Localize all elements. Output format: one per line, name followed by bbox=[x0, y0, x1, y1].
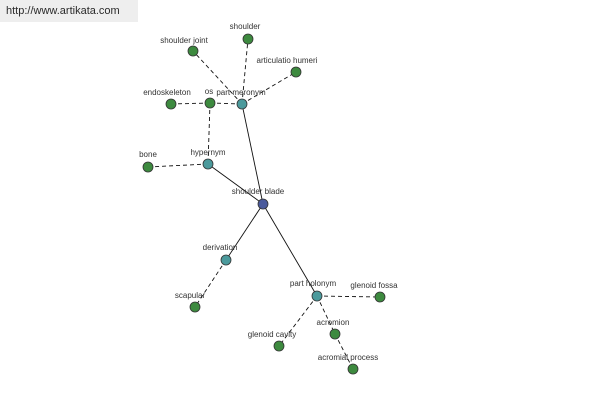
site-watermark: http://www.artikata.com bbox=[0, 0, 138, 22]
node-label-acromion: acromion bbox=[317, 318, 350, 327]
edge-part-holonym-to-glenoid-cavity bbox=[278, 295, 318, 347]
edge-shoulder-blade-to-part-holonym bbox=[262, 203, 318, 297]
node-label-shoulder-joint: shoulder joint bbox=[160, 36, 208, 45]
node-label-shoulder: shoulder bbox=[230, 22, 261, 31]
node-label-shoulder-blade: shoulder blade bbox=[232, 187, 285, 196]
node-label-endoskeleton: endoskeleton bbox=[143, 88, 191, 97]
node-acromial-process[interactable] bbox=[347, 363, 359, 375]
edge-part-holonym-to-acromion bbox=[316, 295, 336, 335]
edge-shoulder-blade-to-part-meronym bbox=[241, 103, 264, 205]
node-endoskeleton[interactable] bbox=[165, 98, 177, 110]
edge-part-holonym-to-glenoid-fossa bbox=[316, 295, 381, 298]
node-label-hypernym: hypernym bbox=[190, 148, 225, 157]
node-label-os: os bbox=[205, 87, 213, 96]
edge-part-meronym-to-os bbox=[209, 102, 243, 105]
node-articulatio-humeri[interactable] bbox=[290, 66, 302, 78]
node-os[interactable] bbox=[204, 97, 216, 109]
node-part-holonym[interactable] bbox=[311, 290, 323, 302]
node-label-scapular: scapular bbox=[175, 291, 206, 300]
edge-part-meronym-to-shoulder-joint bbox=[192, 50, 243, 105]
node-shoulder[interactable] bbox=[242, 33, 254, 45]
node-label-bone: bone bbox=[139, 150, 157, 159]
node-acromion[interactable] bbox=[329, 328, 341, 340]
edge-part-meronym-to-articulatio-humeri bbox=[241, 71, 297, 105]
node-label-articulatio-humeri: articulatio humeri bbox=[257, 56, 318, 65]
labels-layer: shoulder blade part meronym hypernym deriva… bbox=[139, 22, 398, 362]
node-label-part-holonym: part holonym bbox=[290, 279, 337, 288]
edge-hypernym-to-bone bbox=[147, 163, 209, 168]
edge-derivation-to-scapular bbox=[194, 259, 227, 308]
node-label-part-meronym: part meronym bbox=[216, 88, 266, 97]
node-derivation[interactable] bbox=[220, 254, 232, 266]
node-label-derivation: derivation bbox=[203, 243, 238, 252]
node-glenoid-fossa[interactable] bbox=[374, 291, 386, 303]
edge-acromion-to-acromial-process bbox=[334, 333, 354, 370]
edges-layer bbox=[147, 38, 381, 370]
edge-shoulder-blade-to-hypernym bbox=[207, 163, 264, 205]
edge-shoulder-blade-to-derivation bbox=[225, 203, 264, 261]
node-scapular[interactable] bbox=[189, 301, 201, 313]
node-label-glenoid-cavity: glenoid cavity bbox=[248, 330, 296, 339]
nodes-layer bbox=[142, 33, 386, 375]
node-shoulder-blade[interactable] bbox=[257, 198, 269, 210]
edge-os-to-endoskeleton bbox=[170, 102, 211, 105]
node-label-acromial-process: acromial process bbox=[318, 353, 378, 362]
node-hypernym[interactable] bbox=[202, 158, 214, 170]
node-bone[interactable] bbox=[142, 161, 154, 173]
node-shoulder-joint[interactable] bbox=[187, 45, 199, 57]
edge-part-meronym-to-shoulder bbox=[241, 38, 249, 105]
node-label-glenoid-fossa: glenoid fossa bbox=[350, 281, 398, 290]
node-part-meronym[interactable] bbox=[236, 98, 248, 110]
edge-os-to-hypernym bbox=[207, 102, 211, 165]
node-glenoid-cavity[interactable] bbox=[273, 340, 285, 352]
